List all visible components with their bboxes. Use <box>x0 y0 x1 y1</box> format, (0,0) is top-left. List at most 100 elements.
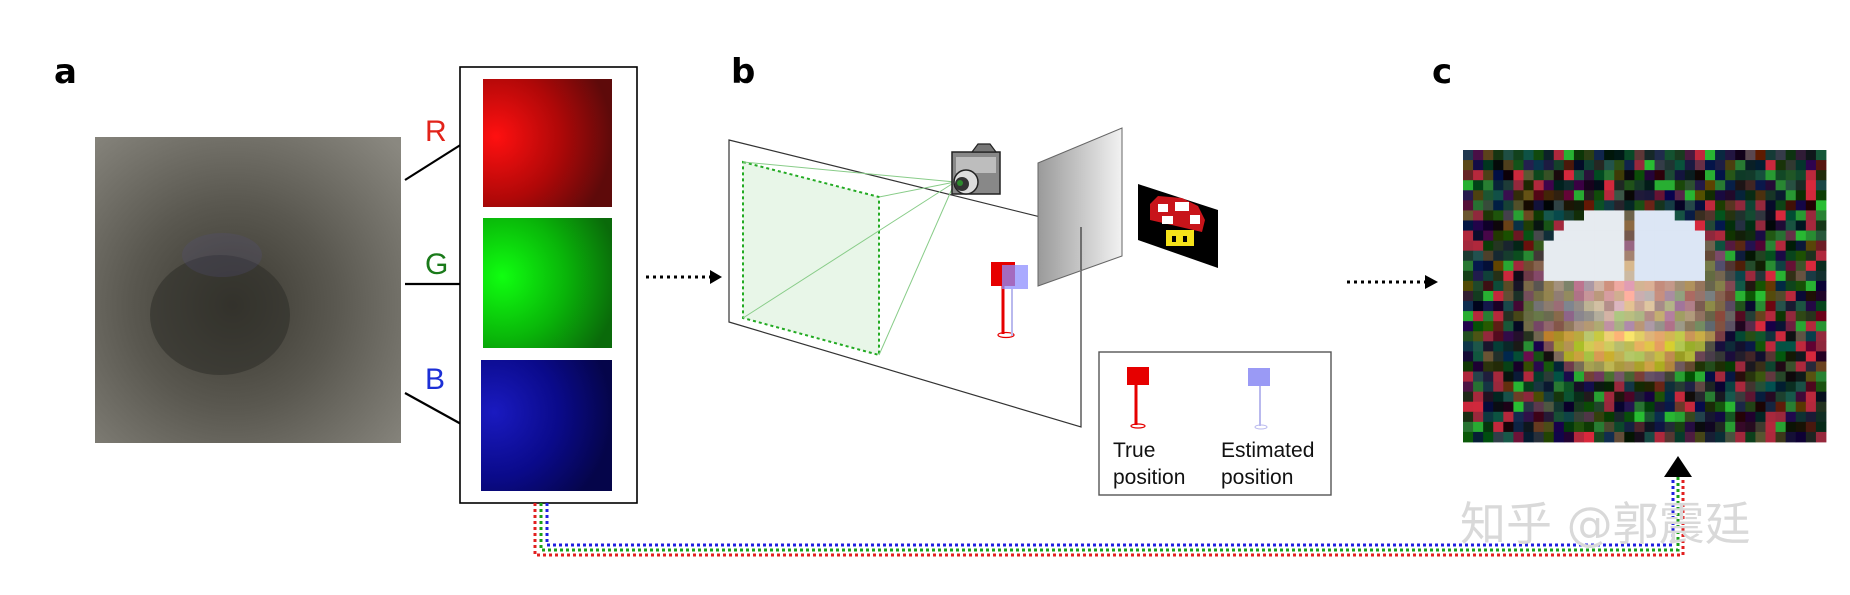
reconstructed-pixel <box>1815 160 1827 171</box>
reconstructed-pixel <box>1715 160 1726 171</box>
reconstructed-pixel <box>1715 230 1726 242</box>
reconstructed-pixel <box>1705 230 1716 242</box>
reconstructed-pixel <box>1725 351 1736 362</box>
reconstructed-pixel <box>1735 381 1746 393</box>
reconstructed-pixel <box>1644 321 1655 332</box>
reconstructed-pixel <box>1473 190 1484 201</box>
reconstructed-pixel <box>1604 331 1615 342</box>
reconstructed-pixel <box>1573 321 1585 332</box>
reconstructed-pixel <box>1523 391 1534 403</box>
reconstructed-pixel <box>1805 170 1817 181</box>
reconstructed-pixel <box>1644 270 1655 282</box>
reconstructed-pixel <box>1755 270 1766 282</box>
reconstructed-pixel <box>1755 311 1766 322</box>
reconstructed-pixel <box>1805 280 1817 292</box>
reconstructed-pixel <box>1483 431 1494 443</box>
reconstructed-pixel <box>1533 200 1545 211</box>
reconstructed-pixel <box>1795 170 1807 181</box>
reconstructed-pixel <box>1725 311 1736 322</box>
dotted-arrow-a-to-b-head <box>710 270 722 284</box>
reconstructed-pixel <box>1624 290 1635 302</box>
reconstructed-pixel <box>1533 210 1545 221</box>
reconstructed-pixel <box>1624 270 1635 282</box>
reconstructed-pixel <box>1634 230 1645 242</box>
reconstructed-pixel <box>1644 150 1655 161</box>
reconstructed-pixel <box>1664 220 1676 231</box>
reconstructed-pixel <box>1715 170 1726 181</box>
reconstructed-pixel <box>1483 341 1494 352</box>
reconstructed-pixel <box>1553 200 1565 211</box>
reconstructed-pixel <box>1483 381 1494 393</box>
reconstructed-pixel <box>1584 160 1595 171</box>
reconstructed-pixel <box>1463 180 1474 191</box>
reconstructed-pixel <box>1533 190 1545 201</box>
reconstructed-pixel <box>1694 341 1706 352</box>
reconstructed-pixel <box>1614 361 1625 372</box>
reconstructed-pixel <box>1523 200 1534 211</box>
reconstructed-pixel <box>1614 351 1625 362</box>
reconstructed-pixel <box>1795 381 1807 393</box>
reconstructed-pixel <box>1684 361 1696 372</box>
reconstructed-pixel <box>1745 290 1756 302</box>
reconstructed-pixel <box>1503 220 1514 231</box>
reconstructed-pixel <box>1563 321 1575 332</box>
reconstructed-pixel <box>1624 160 1635 171</box>
reconstructed-pixel <box>1513 170 1524 181</box>
reconstructed-pixel <box>1735 250 1746 262</box>
reconstructed-pixel <box>1765 391 1776 403</box>
reconstructed-pixel <box>1604 230 1615 242</box>
reconstructed-pixel <box>1463 150 1474 161</box>
reconstructed-pixel <box>1694 290 1706 302</box>
reconstructed-pixel <box>1644 411 1655 423</box>
reconstructed-pixel <box>1584 351 1595 362</box>
reconstructed-pixel <box>1533 230 1545 242</box>
reconstructed-pixel <box>1805 220 1817 231</box>
reconstructed-pixel <box>1533 371 1545 382</box>
reconstructed-pixel <box>1463 240 1474 252</box>
reconstructed-pixel <box>1573 371 1585 382</box>
reconstructed-pixel <box>1473 200 1484 211</box>
reconstructed-pixel <box>1815 401 1827 413</box>
reconstructed-pixel <box>1664 180 1676 191</box>
reconstructed-pixel <box>1523 160 1534 171</box>
reconstructed-pixel <box>1624 431 1635 443</box>
reconstructed-pixel <box>1815 210 1827 221</box>
reconstructed-pixel <box>1674 180 1686 191</box>
reconstructed-pixel <box>1573 240 1585 252</box>
reconstructed-pixel <box>1614 290 1625 302</box>
reconstructed-pixel <box>1463 391 1474 403</box>
reconstructed-pixel <box>1684 210 1696 221</box>
reconstructed-pixel <box>1624 411 1635 423</box>
reconstructed-pixel <box>1604 401 1615 413</box>
reconstructed-pixel <box>1463 170 1474 181</box>
reconstructed-pixel <box>1775 301 1787 312</box>
reconstructed-pixel <box>1543 230 1555 242</box>
reconstructed-pixel <box>1654 150 1666 161</box>
reconstructed-pixel <box>1513 321 1524 332</box>
reconstructed-pixel <box>1503 361 1514 372</box>
reconstructed-pixel <box>1644 371 1655 382</box>
reconstructed-pixel <box>1785 240 1797 252</box>
reconstructed-pixel <box>1614 260 1625 272</box>
reconstructed-pixel <box>1523 260 1534 272</box>
reconstructed-pixel <box>1523 331 1534 342</box>
reconstructed-pixel <box>1513 150 1524 161</box>
reconstructed-pixel <box>1604 371 1615 382</box>
reconstructed-pixel <box>1735 270 1746 282</box>
reconstructed-pixel <box>1634 190 1645 201</box>
reconstructed-pixel <box>1725 331 1736 342</box>
reconstructed-pixel <box>1584 240 1595 252</box>
reconstructed-pixel <box>1795 210 1807 221</box>
reconstructed-pixel <box>1684 301 1696 312</box>
reconstructed-pixel <box>1815 180 1827 191</box>
reconstructed-pixel <box>1543 280 1555 292</box>
reconstructed-pixel <box>1735 190 1746 201</box>
reconstructed-pixel <box>1523 210 1534 221</box>
reconstructed-pixel <box>1553 280 1565 292</box>
reconstructed-pixel <box>1815 311 1827 322</box>
reconstructed-pixel <box>1674 431 1686 443</box>
reconstructed-pixel <box>1755 321 1766 332</box>
reconstructed-pixel <box>1735 290 1746 302</box>
reconstructed-pixel <box>1553 220 1565 231</box>
reconstructed-pixel <box>1644 160 1655 171</box>
